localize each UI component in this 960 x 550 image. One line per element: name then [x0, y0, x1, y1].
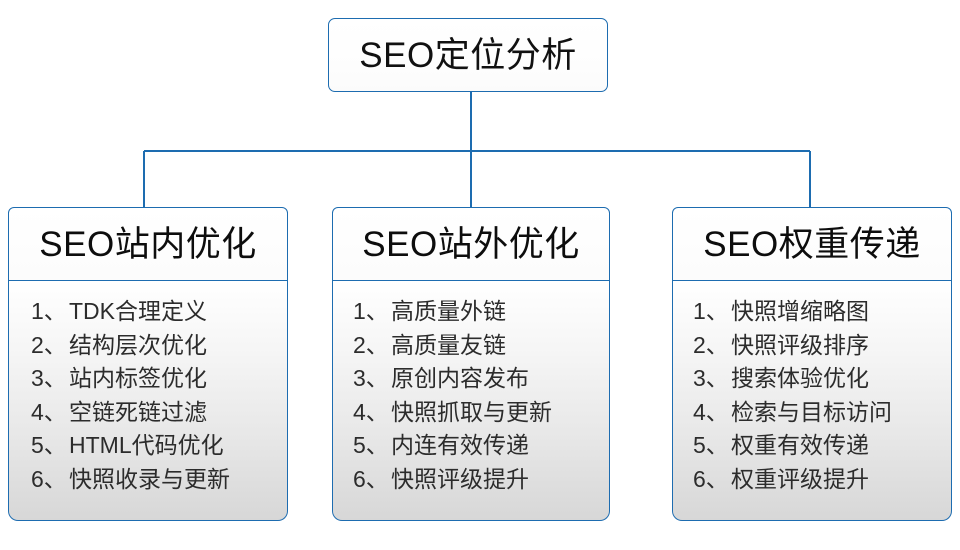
list-item-index: 1、 [31, 298, 67, 324]
root-node: SEO定位分析 [328, 18, 608, 92]
list-item-index: 4、 [31, 398, 67, 425]
list-item-text: 快照增缩略图 [731, 298, 869, 324]
list-item: 2、 高质量友链 [353, 329, 609, 363]
list-item-text: 高质量友链 [391, 331, 506, 358]
branch-body-1: 1、 TDK合理定义 2、 结构层次优化 3、 站内标签优化 4、 空链死链过滤… [8, 281, 288, 521]
list-item-text: HTML代码优化 [69, 432, 224, 458]
list-item: 5、 HTML代码优化 [31, 429, 287, 463]
list-item-text: TDK合理定义 [69, 298, 207, 324]
list-item: 1、 快照增缩略图 [693, 295, 951, 329]
list-item-index: 4、 [353, 398, 389, 425]
list-item: 6、 权重评级提升 [693, 463, 951, 497]
list-item-text: 检索与目标访问 [731, 398, 892, 425]
list-item-text: 快照评级排序 [731, 331, 869, 358]
list-item-index: 1、 [693, 298, 729, 324]
list-item: 6、 快照评级提升 [353, 463, 609, 497]
list-item: 5、 内连有效传递 [353, 429, 609, 463]
list-item: 3、 原创内容发布 [353, 362, 609, 396]
list-item: 1、 TDK合理定义 [31, 295, 287, 329]
list-item-text: 结构层次优化 [69, 331, 207, 358]
list-item-text: 高质量外链 [391, 298, 506, 324]
branch-list-3: 1、 快照增缩略图 2、 快照评级排序 3、 搜索体验优化 4、 检索与目标访问… [673, 295, 951, 496]
branch-header-2: SEO站外优化 [332, 207, 610, 281]
list-item-index: 6、 [31, 465, 67, 492]
list-item-index: 6、 [693, 465, 729, 492]
list-item-text: 权重有效传递 [731, 432, 869, 458]
branch-column-2: SEO站外优化 1、 高质量外链 2、 高质量友链 3、 原创内容发布 4、 快 [332, 207, 610, 521]
list-item-index: 2、 [693, 331, 729, 358]
list-item: 4、 空链死链过滤 [31, 396, 287, 430]
list-item-text: 快照收录与更新 [69, 465, 230, 492]
list-item-index: 5、 [353, 432, 389, 458]
list-item-text: 权重评级提升 [731, 465, 869, 492]
list-item: 3、 站内标签优化 [31, 362, 287, 396]
list-item: 4、 快照抓取与更新 [353, 396, 609, 430]
list-item-index: 3、 [693, 365, 729, 391]
list-item: 6、 快照收录与更新 [31, 463, 287, 497]
list-item: 1、 高质量外链 [353, 295, 609, 329]
list-item-text: 站内标签优化 [69, 365, 207, 391]
branch-title-2: SEO站外优化 [362, 224, 580, 264]
list-item-index: 1、 [353, 298, 389, 324]
list-item-index: 5、 [31, 432, 67, 458]
list-item: 3、 搜索体验优化 [693, 362, 951, 396]
root-node-title: SEO定位分析 [359, 35, 577, 75]
list-item-index: 2、 [31, 331, 67, 358]
list-item: 4、 检索与目标访问 [693, 396, 951, 430]
branch-column-3: SEO权重传递 1、 快照增缩略图 2、 快照评级排序 3、 搜索体验优化 4、 [672, 207, 952, 521]
list-item-text: 空链死链过滤 [69, 398, 207, 425]
list-item-text: 快照评级提升 [391, 465, 529, 492]
branch-header-1: SEO站内优化 [8, 207, 288, 281]
list-item: 2、 快照评级排序 [693, 329, 951, 363]
branch-header-3: SEO权重传递 [672, 207, 952, 281]
list-item-text: 原创内容发布 [391, 365, 529, 391]
list-item: 2、 结构层次优化 [31, 329, 287, 363]
branch-title-3: SEO权重传递 [703, 224, 921, 264]
list-item-index: 6、 [353, 465, 389, 492]
list-item-index: 3、 [31, 365, 67, 391]
list-item-text: 快照抓取与更新 [391, 398, 552, 425]
branch-column-1: SEO站内优化 1、 TDK合理定义 2、 结构层次优化 3、 站内标签优化 4… [8, 207, 288, 521]
branch-list-2: 1、 高质量外链 2、 高质量友链 3、 原创内容发布 4、 快照抓取与更新 5… [333, 295, 609, 496]
branch-title-1: SEO站内优化 [39, 224, 257, 264]
list-item-index: 5、 [693, 432, 729, 458]
list-item-text: 搜索体验优化 [731, 365, 869, 391]
list-item-index: 2、 [353, 331, 389, 358]
list-item: 5、 权重有效传递 [693, 429, 951, 463]
list-item-index: 4、 [693, 398, 729, 425]
branch-body-2: 1、 高质量外链 2、 高质量友链 3、 原创内容发布 4、 快照抓取与更新 5… [332, 281, 610, 521]
list-item-index: 3、 [353, 365, 389, 391]
branch-list-1: 1、 TDK合理定义 2、 结构层次优化 3、 站内标签优化 4、 空链死链过滤… [9, 295, 287, 496]
branch-body-3: 1、 快照增缩略图 2、 快照评级排序 3、 搜索体验优化 4、 检索与目标访问… [672, 281, 952, 521]
list-item-text: 内连有效传递 [391, 432, 529, 458]
